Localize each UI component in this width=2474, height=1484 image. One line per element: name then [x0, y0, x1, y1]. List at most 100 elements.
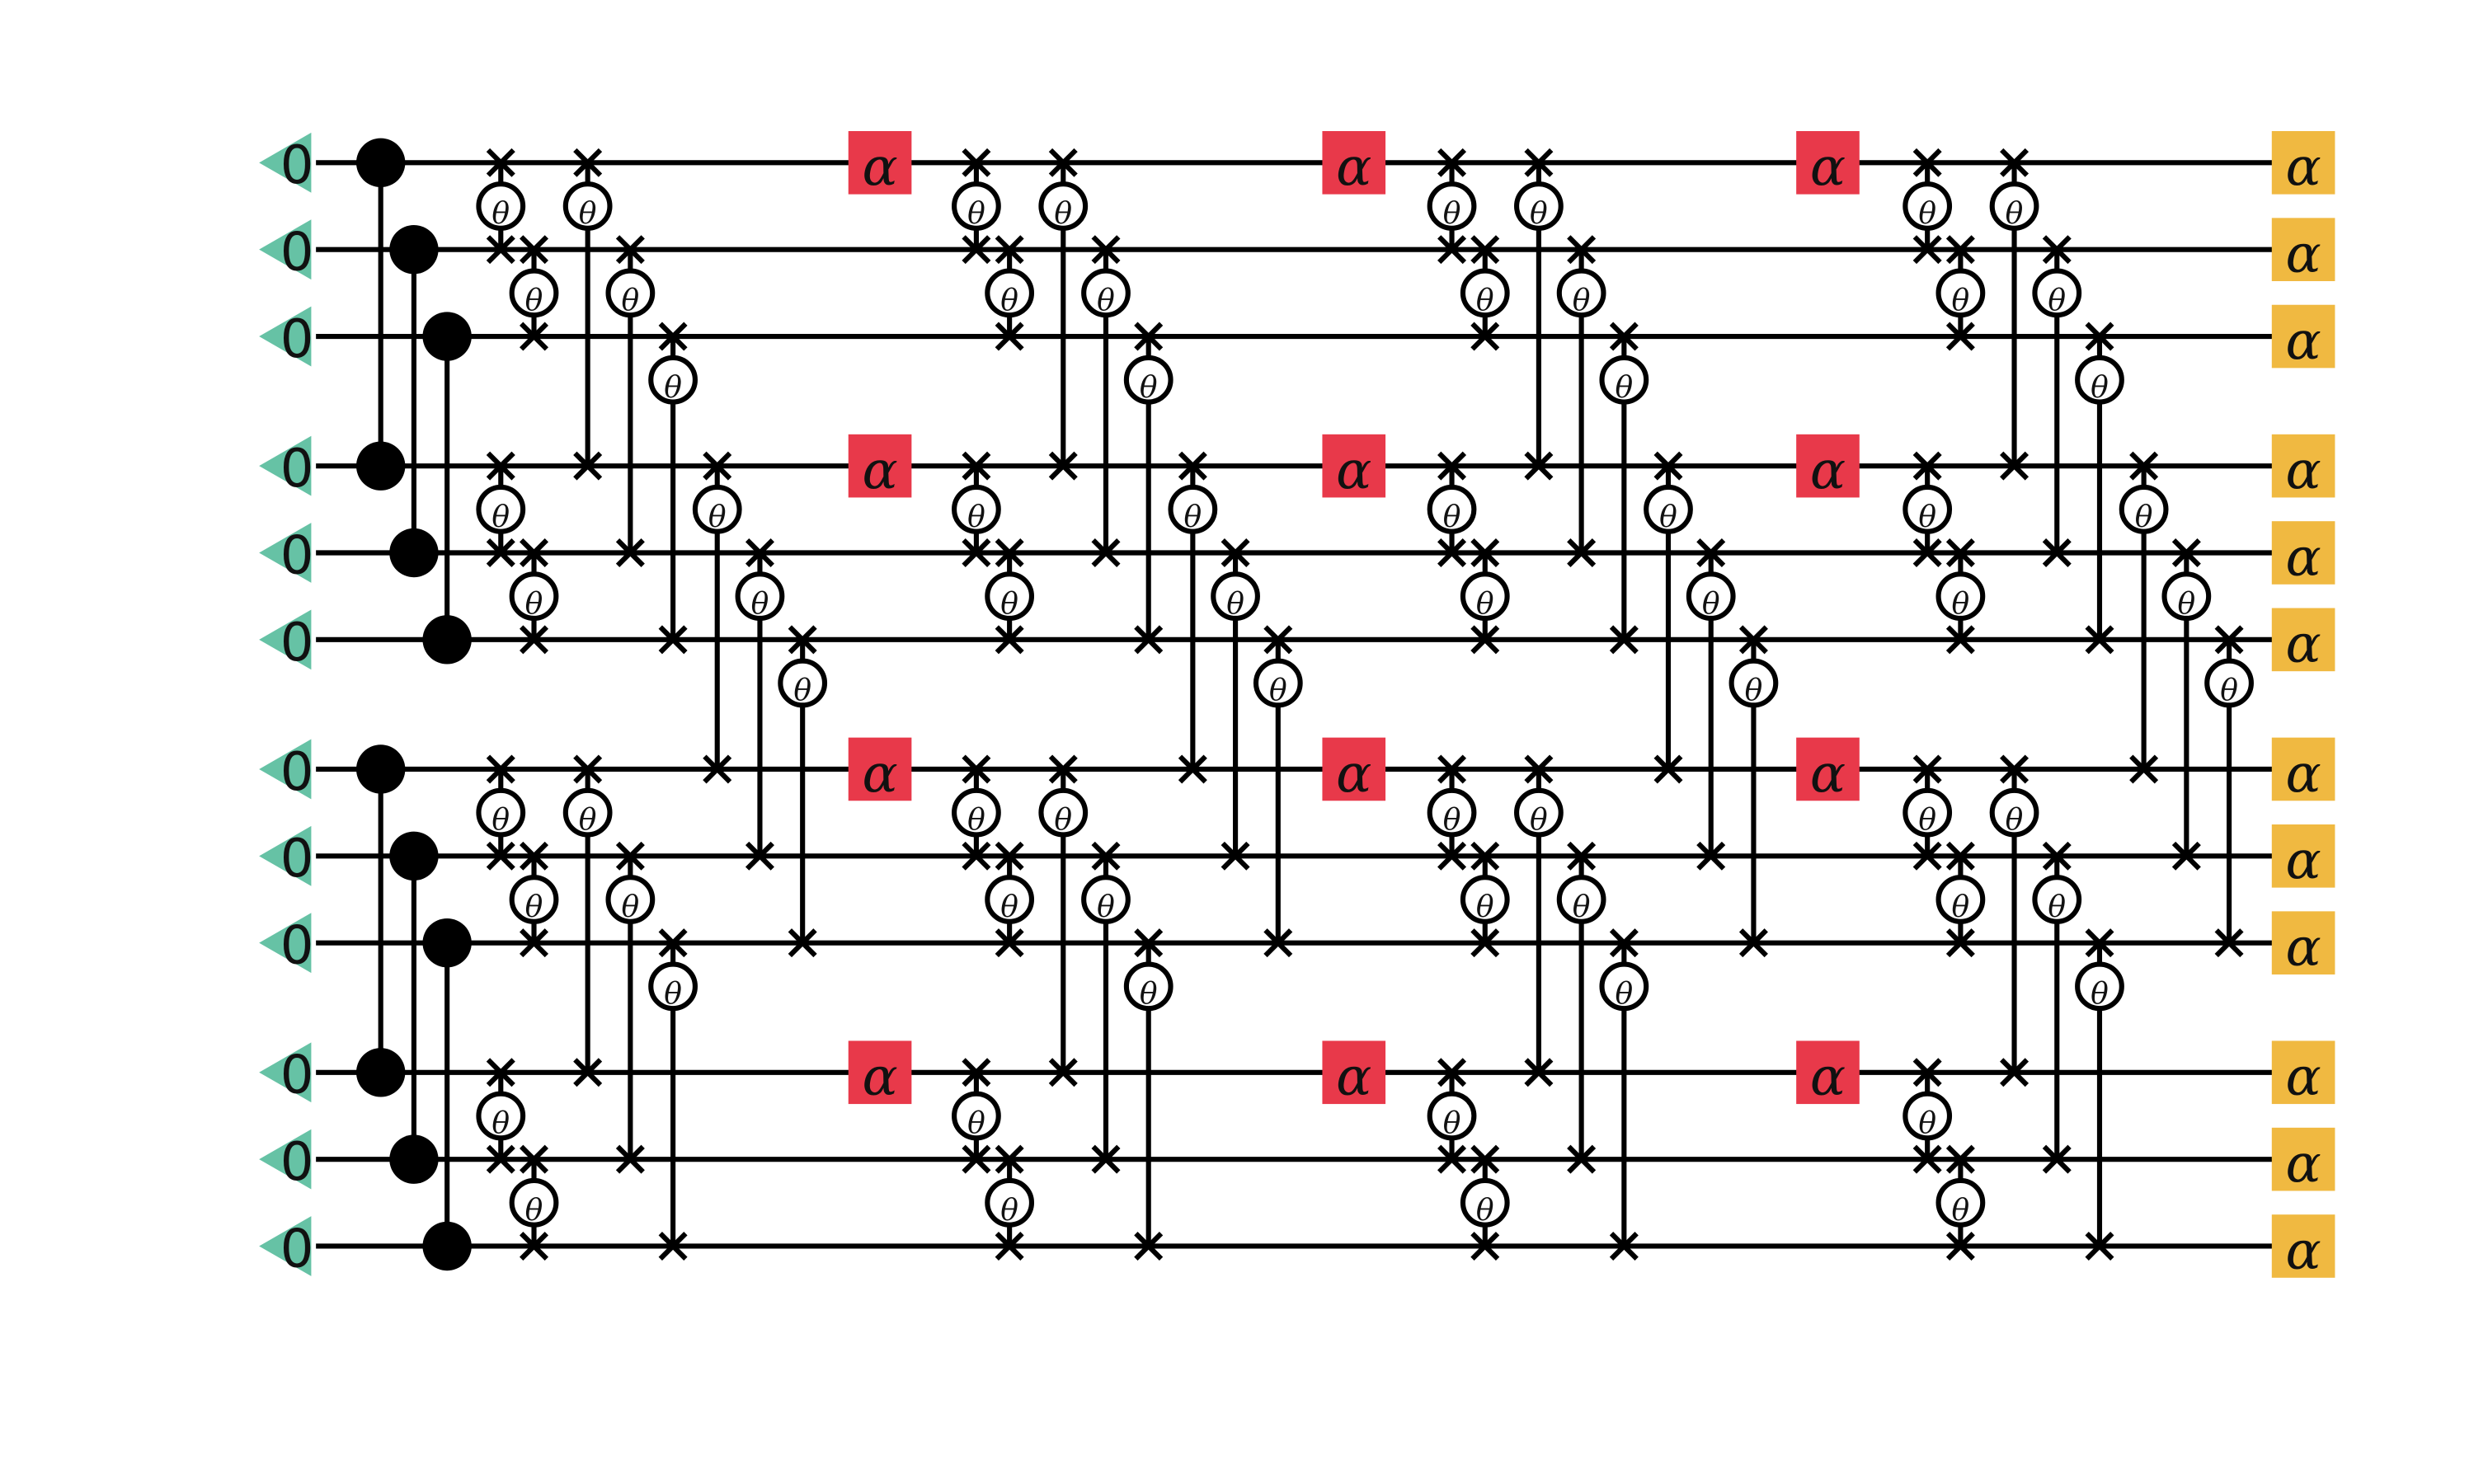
- swap-cross-icon: [2000, 1058, 2030, 1087]
- theta-label: θ: [1616, 371, 1634, 405]
- theta-parameter-icon: [952, 787, 1001, 838]
- theta-label: θ: [2091, 977, 2109, 1011]
- theta-parameter-icon: [2032, 875, 2082, 924]
- alpha-gate-box: [848, 131, 912, 195]
- init-marker-icon: [259, 1216, 312, 1276]
- swap-cross-icon: [703, 754, 732, 784]
- parametrized-swap-gate: θ: [985, 1144, 1035, 1261]
- alpha-gate-box: [1796, 434, 1860, 498]
- parametrized-swap-gate: θ: [985, 841, 1035, 958]
- parametrized-swap-gate: θ: [1903, 1058, 1953, 1174]
- swap-cross-icon: [520, 1232, 549, 1261]
- init-state-label: 0: [280, 916, 314, 977]
- theta-label: θ: [1000, 284, 1018, 317]
- swap-cross-icon: [995, 625, 1024, 655]
- swap-cross-icon: [1696, 538, 1726, 567]
- alpha-gate-final: α: [2271, 131, 2335, 198]
- swap-cross-icon: [1221, 841, 1250, 871]
- swap-cross-icon: [615, 841, 645, 871]
- parametrized-swap-gate: θ: [952, 451, 1001, 567]
- swap-cross-icon: [1470, 625, 1500, 655]
- theta-parameter-icon: [1514, 181, 1564, 231]
- swap-cross-icon: [1178, 754, 1207, 784]
- alpha-gate-box: [2271, 608, 2335, 672]
- swap-cross-icon: [573, 451, 603, 481]
- alpha-label: α: [2285, 137, 2321, 198]
- swap-cross-icon: [2042, 538, 2072, 567]
- swap-cross-icon: [486, 1058, 515, 1087]
- swap-cross-icon: [1945, 841, 1975, 871]
- swap-cross-icon: [2000, 148, 2030, 177]
- theta-parameter-icon: [1686, 571, 1736, 622]
- alpha-gate-box: [2271, 131, 2335, 195]
- swap-cross-icon: [2171, 538, 2201, 567]
- swap-cross-icon: [962, 1058, 991, 1087]
- alpha-gate-final: α: [2271, 911, 2335, 978]
- alpha-label: α: [2285, 311, 2321, 372]
- theta-label: θ: [1616, 977, 1634, 1011]
- theta-parameter-icon: [2204, 658, 2254, 708]
- theta-label: θ: [967, 804, 985, 838]
- swap-cross-icon: [1912, 235, 1942, 265]
- parametrized-swap-gate: θ: [1989, 148, 2039, 481]
- parametrized-swap-gate: θ: [1935, 1144, 1986, 1261]
- theta-label: θ: [1443, 804, 1461, 838]
- swap-cross-icon: [658, 928, 688, 958]
- alpha-gate-mid: α: [848, 131, 912, 198]
- alpha-gate-final: α: [2271, 737, 2335, 805]
- controlled-z-gate: [355, 744, 406, 1097]
- theta-label: θ: [1918, 197, 1936, 231]
- theta-parameter-icon: [952, 181, 1001, 231]
- alpha-gate-mid: α: [1322, 1040, 1386, 1108]
- theta-label: θ: [664, 371, 682, 405]
- alpha-gate-box: [1796, 131, 1860, 195]
- alpha-gate-mid: α: [1322, 737, 1386, 805]
- alpha-label: α: [2285, 440, 2321, 501]
- swap-cross-icon: [745, 841, 774, 871]
- theta-parameter-icon: [1935, 571, 1986, 622]
- control-dot: [422, 615, 472, 665]
- swap-cross-icon: [1912, 841, 1942, 871]
- theta-label: θ: [1269, 674, 1287, 708]
- parametrized-swap-gate: θ: [1729, 625, 1779, 958]
- alpha-gate-box: [848, 737, 912, 801]
- alpha-gate-box: [2271, 218, 2335, 281]
- control-dot: [422, 312, 472, 361]
- theta-label: θ: [751, 587, 769, 621]
- swap-cross-icon: [1134, 1232, 1164, 1261]
- parametrized-swap-gate: θ: [1427, 1058, 1477, 1174]
- parametrized-swap-gate: θ: [1460, 1144, 1510, 1261]
- swap-cross-icon: [1945, 1144, 1975, 1174]
- swap-cross-icon: [1567, 235, 1597, 265]
- swap-cross-icon: [1263, 625, 1293, 655]
- swap-cross-icon: [1524, 754, 1554, 784]
- theta-parameter-icon: [1081, 268, 1131, 318]
- theta-parameter-icon: [1514, 787, 1564, 838]
- swap-cross-icon: [1091, 841, 1121, 871]
- swap-cross-icon: [1048, 754, 1078, 784]
- parametrized-swap-gate: θ: [1460, 841, 1510, 958]
- parametrized-swap-gate: θ: [1427, 451, 1477, 567]
- alpha-label: α: [1810, 1047, 1846, 1108]
- init-marker-icon: [259, 739, 312, 800]
- theta-label: θ: [967, 500, 985, 534]
- alpha-gate-final: α: [2271, 1127, 2335, 1195]
- alpha-label: α: [862, 744, 897, 805]
- swap-cross-icon: [520, 841, 549, 871]
- swap-cross-icon: [1437, 1058, 1467, 1087]
- parametrized-swap-gate: θ: [952, 754, 1001, 871]
- alpha-gate-box: [2271, 1040, 2335, 1105]
- theta-label: θ: [1054, 804, 1072, 838]
- swap-cross-icon: [486, 841, 515, 871]
- alpha-gate-mid: α: [848, 434, 912, 501]
- theta-parameter-icon: [1556, 875, 1606, 924]
- init-state-label: 0: [280, 309, 314, 370]
- theta-label: θ: [1573, 890, 1591, 924]
- alpha-gate-box: [2271, 911, 2335, 974]
- parametrized-swap-gate: θ: [509, 538, 559, 655]
- theta-label: θ: [793, 674, 811, 708]
- alpha-label: α: [2285, 744, 2321, 805]
- swap-cross-icon: [2214, 625, 2244, 655]
- controlled-z-gate: [422, 918, 472, 1271]
